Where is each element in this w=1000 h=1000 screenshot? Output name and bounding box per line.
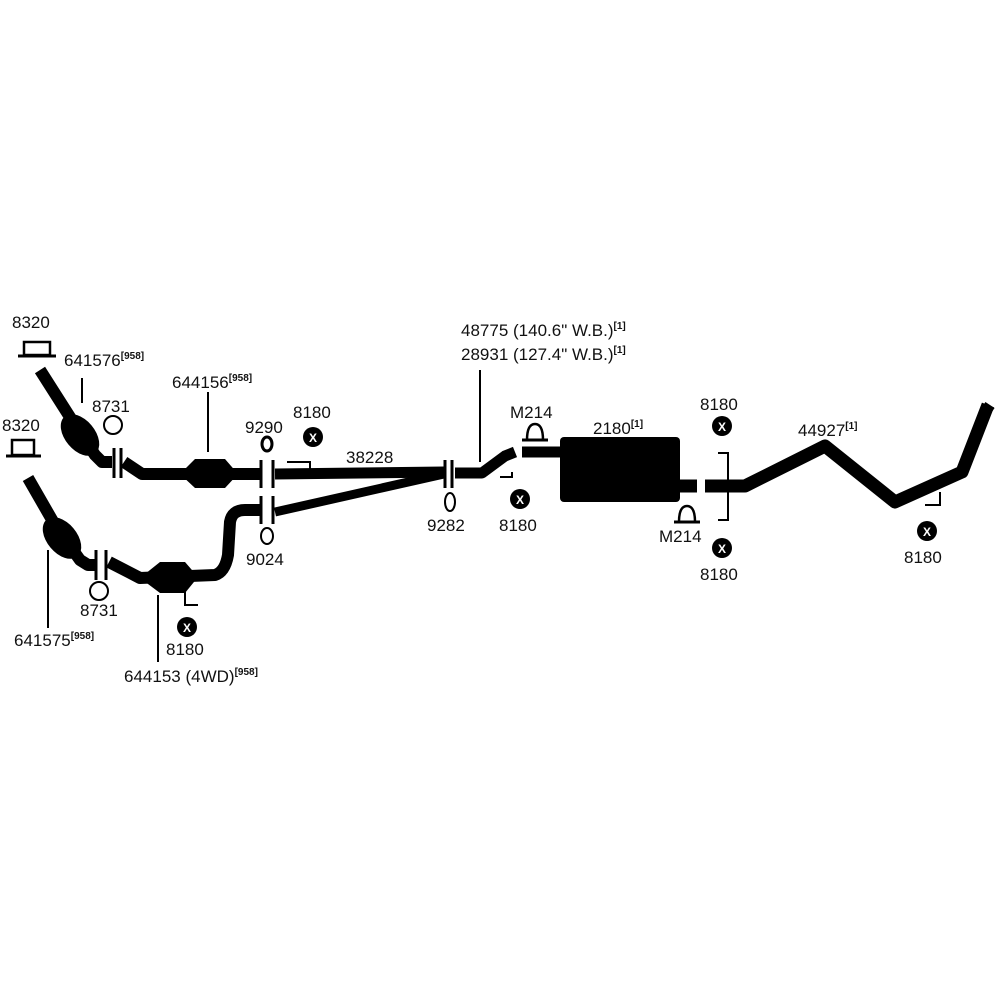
gasket-ring-icon (260, 527, 274, 545)
label-8731-upper: 8731 (92, 397, 130, 416)
label-8180: 8180 (700, 395, 738, 414)
tailpipe (705, 402, 995, 509)
svg-text:X: X (516, 493, 524, 507)
label-8180: 8180 (700, 565, 738, 584)
muffler (560, 437, 680, 502)
intermediate-pipe (455, 446, 562, 479)
label-641576: 641576[958] (64, 351, 144, 370)
upper-converter-pipe (120, 457, 262, 488)
lower-converter-pipe (106, 504, 261, 593)
label-8180: 8180 (904, 548, 942, 567)
label-8731-lower: 8731 (80, 601, 118, 620)
svg-text:X: X (718, 542, 726, 556)
label-644156: 644156[958] (172, 373, 252, 392)
label-38228: 38228 (346, 448, 393, 467)
svg-text:X: X (718, 420, 726, 434)
svg-text:X: X (309, 431, 317, 445)
label-8320-lower: 8320 (2, 416, 40, 435)
label-9282: 9282 (427, 516, 465, 535)
flange-lower-left (94, 550, 108, 580)
svg-text:X: X (183, 621, 191, 635)
label-641575: 641575[958] (14, 631, 94, 650)
label-8320-upper: 8320 (12, 313, 50, 332)
flange-lower-right (259, 496, 275, 524)
rubber-hanger-icon: X (510, 489, 530, 509)
upper-manifold-pipe (34, 366, 112, 468)
gasket-ring-icon (444, 492, 456, 512)
label-48775: 48775 (140.6" W.B.)[1] (461, 321, 626, 340)
rubber-hanger-icon: X (712, 416, 732, 436)
lower-manifold-pipe (22, 475, 95, 571)
label-2180: 2180[1] (593, 419, 643, 438)
label-9024: 9024 (246, 550, 284, 569)
gasket-ring-icon (89, 581, 109, 601)
gasket-ring-icon (103, 415, 123, 435)
label-8180: 8180 (499, 516, 537, 535)
label-m214: M214 (510, 403, 553, 422)
label-28931: 28931 (127.4" W.B.)[1] (461, 345, 626, 364)
rubber-hanger-icon: X (917, 521, 937, 541)
label-44927: 44927[1] (798, 421, 858, 440)
manifold-clamp-icon (18, 340, 56, 358)
rubber-hanger-icon: X (712, 538, 732, 558)
label-9290: 9290 (245, 418, 283, 437)
y-pipe (274, 466, 445, 517)
label-m214: M214 (659, 527, 702, 546)
rubber-hanger-icon: X (177, 617, 197, 637)
u-clamp-icon (522, 422, 548, 442)
u-clamp-icon (674, 504, 700, 524)
flange-upper-right (259, 460, 275, 488)
label-644153: 644153 (4WD)[958] (124, 667, 258, 686)
label-8180: 8180 (293, 403, 331, 422)
svg-text:X: X (923, 525, 931, 539)
rubber-hanger-icon: X (303, 427, 323, 447)
flange-upper-left (112, 448, 123, 478)
label-8180: 8180 (166, 640, 204, 659)
manifold-clamp-icon (6, 438, 41, 458)
gasket-ring-icon (260, 435, 274, 453)
flange-center (443, 460, 454, 488)
